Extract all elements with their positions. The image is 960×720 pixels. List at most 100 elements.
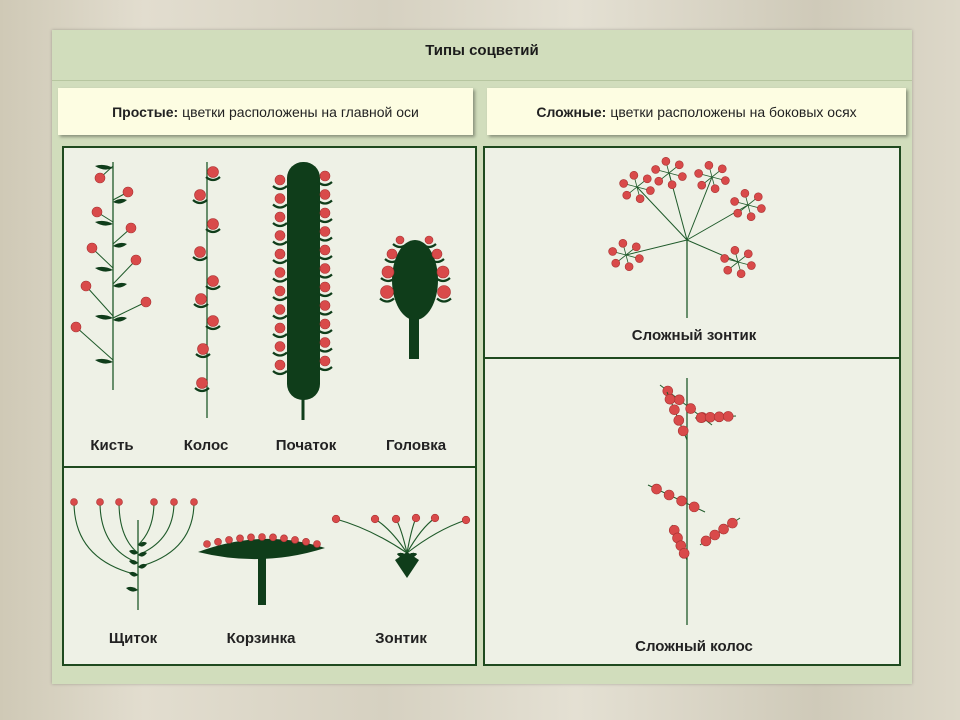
flower: [319, 263, 331, 274]
label-compound-umbel: Сложный зонтик: [631, 327, 757, 344]
flower: [736, 269, 746, 279]
bract: [129, 559, 138, 565]
flower: [743, 249, 753, 259]
flower: [331, 514, 341, 524]
bract: [272, 333, 288, 339]
bract: [435, 277, 451, 283]
flower: [611, 258, 621, 268]
flower: [207, 218, 219, 230]
bract: [317, 218, 333, 224]
complex-description: цветки расположены на боковых осях: [610, 103, 857, 120]
flower: [411, 513, 421, 523]
flower: [730, 245, 740, 255]
flower: [673, 394, 685, 406]
flower: [302, 538, 310, 546]
bract: [317, 199, 333, 205]
flower: [717, 164, 727, 174]
bract: [272, 259, 288, 265]
flower: [688, 501, 700, 513]
flower: [674, 160, 684, 170]
bract: [317, 292, 333, 298]
flower: [319, 226, 331, 237]
flower: [700, 535, 712, 547]
flower: [664, 393, 676, 405]
flower: [430, 513, 440, 523]
bract: [317, 255, 333, 261]
bract: [272, 203, 288, 209]
flower: [70, 498, 78, 506]
flower: [203, 540, 211, 548]
flower: [436, 265, 450, 279]
pedicel: [118, 501, 139, 554]
flower: [669, 404, 680, 416]
flower: [207, 275, 219, 287]
basket-receptacle: [198, 538, 325, 560]
bract: [192, 199, 208, 205]
bract: [317, 329, 333, 335]
bract: [205, 285, 221, 291]
flower: [631, 242, 641, 252]
flower: [130, 254, 142, 266]
flower: [274, 341, 286, 352]
flower: [727, 517, 738, 529]
bract: [317, 347, 333, 353]
bract: [436, 297, 452, 303]
flower: [723, 265, 733, 275]
flower: [225, 536, 233, 544]
flower: [274, 193, 286, 204]
flower: [619, 179, 628, 188]
bract: [192, 256, 208, 262]
bract: [317, 273, 333, 279]
flower: [274, 230, 286, 241]
bract: [95, 164, 113, 170]
stem: [85, 285, 114, 317]
pedicel: [99, 501, 139, 564]
flower: [170, 498, 178, 506]
simple-heading: Простые:: [112, 103, 179, 120]
bract: [272, 314, 288, 320]
flower: [190, 498, 198, 506]
flower: [122, 186, 134, 198]
stem: [112, 259, 137, 285]
flower: [319, 281, 331, 293]
flower: [319, 300, 331, 311]
bract: [421, 243, 437, 249]
flower: [391, 514, 401, 524]
flower: [624, 262, 634, 272]
flower: [386, 248, 398, 260]
label-raceme: Кисть: [90, 437, 134, 454]
flower: [395, 235, 405, 245]
flower: [274, 359, 286, 371]
label-spadix: Початок: [275, 437, 337, 454]
flower: [214, 538, 222, 546]
bract: [113, 242, 127, 248]
flower: [695, 412, 707, 424]
bract: [272, 370, 288, 376]
flower: [96, 498, 104, 506]
flower: [319, 355, 331, 367]
flower: [747, 261, 756, 270]
bract: [129, 571, 138, 577]
stem: [75, 326, 114, 361]
flower: [646, 186, 655, 195]
ray: [395, 518, 408, 554]
stem: [686, 176, 713, 241]
flower: [197, 343, 209, 355]
simple-header: Простые: цветки расположены на главной о…: [58, 88, 473, 135]
bract: [272, 296, 288, 302]
flower: [381, 265, 395, 279]
flower: [753, 192, 763, 202]
ray: [406, 519, 467, 554]
flower: [721, 176, 730, 185]
bract: [205, 228, 221, 234]
flower: [274, 174, 286, 186]
flower: [236, 534, 244, 543]
flower: [710, 184, 720, 194]
flower: [319, 337, 331, 348]
head-receptacle: [392, 240, 438, 320]
ray: [406, 517, 436, 554]
flower: [247, 533, 255, 542]
flower: [651, 165, 660, 174]
flower: [431, 248, 443, 260]
bract: [195, 353, 211, 359]
